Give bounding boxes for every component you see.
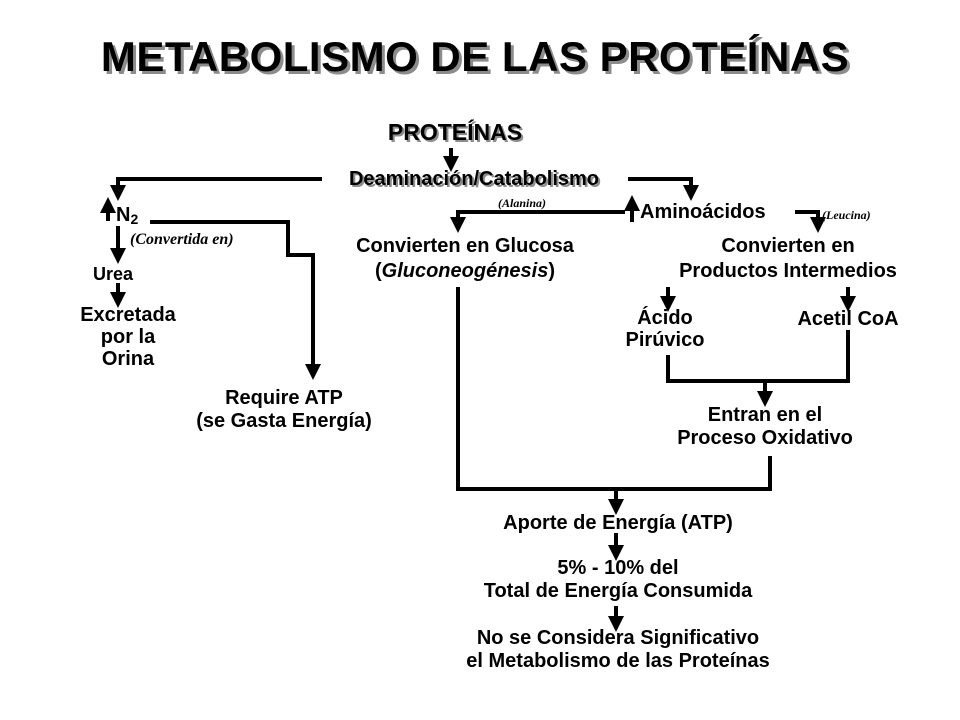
node-conclusion: No se Considera Significativo el Metabol…: [410, 627, 826, 673]
node-intermedios: Convierten en Productos Intermedios: [648, 234, 928, 284]
node-glucosa: Convierten en Glucosa (Gluconeogénesis): [325, 234, 605, 284]
node-n2: N2: [116, 203, 138, 227]
note-convertida: (Convertida en): [130, 231, 234, 248]
page-title: METABOLISMO DE LAS PROTEÍNAS: [100, 33, 850, 80]
note-leucina: (Leucina): [822, 208, 871, 222]
node-oxidativo: Entran en el Proceso Oxidativo: [640, 404, 890, 450]
conclusion-line-2: el Metabolismo de las Proteínas: [466, 650, 770, 672]
glucosa-line-1: Convierten en Glucosa: [356, 235, 574, 257]
glucosa-line-2: (Gluconeogénesis): [325, 259, 605, 284]
excretada-line-3: Orina: [101, 348, 155, 370]
line-deaminacion-to-aminoacidos: [628, 177, 699, 201]
glucosa-gluconeogenesis: Gluconeogénesis: [381, 260, 549, 282]
line-deaminacion-to-n2: [110, 177, 322, 201]
excretada-line-1: Excretada: [80, 304, 176, 326]
porcentaje-line-2: Total de Energía Consumida: [483, 580, 753, 602]
line-aminoacidos-to-intermedios: [795, 210, 826, 233]
line-aminoacidos-to-glucosa: [450, 210, 625, 233]
node-excretada: Excretada por la Orina: [58, 304, 198, 370]
excretada-line-2: por la: [100, 326, 156, 348]
node-proteinas: PROTEÍNAS: [387, 119, 523, 145]
conclusion-line-1: No se Considera Significativo: [476, 627, 760, 649]
glucosa-paren-close: ): [548, 260, 556, 282]
note-alanina: (Alanina): [498, 196, 547, 210]
acido-line-1: Ácido: [637, 307, 693, 329]
intermedios-line-1: Convierten en: [721, 235, 855, 257]
glucosa-paren-open: (: [374, 260, 382, 282]
n2-symbol: N: [116, 204, 131, 226]
node-aporte: Aporte de Energía (ATP): [503, 512, 733, 534]
require-atp-line-1: Require ATP: [225, 387, 343, 409]
node-require-atp: Require ATP (se Gasta Energía): [170, 387, 398, 433]
acido-line-2: Pirúvico: [625, 329, 705, 351]
node-aminoacidos: Aminoácidos: [640, 201, 766, 223]
n2-subscript: 2: [130, 211, 139, 227]
node-acetil-coa: Acetil CoA: [797, 308, 899, 330]
intermedios-line-2: Productos Intermedios: [679, 260, 897, 282]
oxidativo-line-1: Entran en el: [707, 404, 823, 426]
line-n2-to-require-atp: [150, 220, 321, 380]
require-atp-line-2: (se Gasta Energía): [196, 410, 372, 432]
node-deaminacion: Deaminación/Catabolismo: [348, 168, 600, 190]
node-porcentaje: 5% - 10% del Total de Energía Consumida: [430, 557, 806, 603]
oxidativo-line-2: Proceso Oxidativo: [677, 427, 853, 449]
line-join-to-oxidativo: [666, 330, 850, 383]
porcentaje-line-1: 5% - 10% del: [557, 557, 679, 579]
node-acido-piruvico: Ácido Pirúvico: [600, 307, 730, 351]
node-urea: Urea: [93, 264, 134, 284]
